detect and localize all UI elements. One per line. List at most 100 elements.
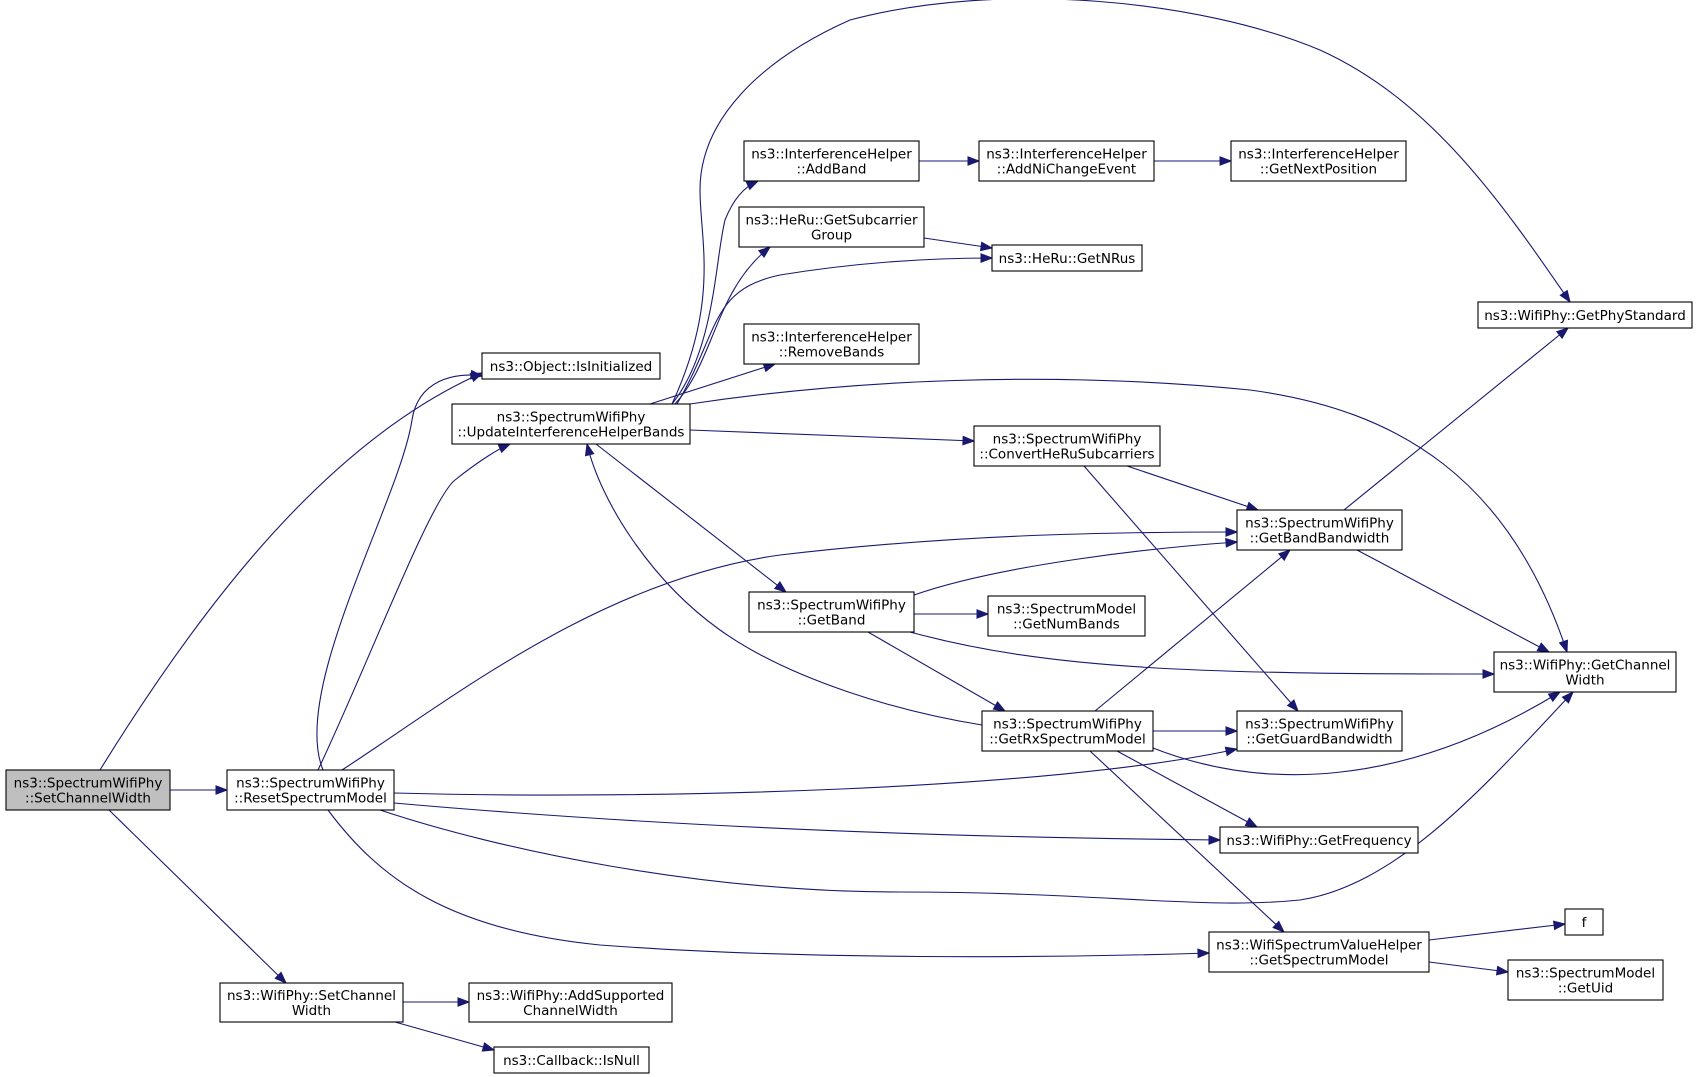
node-label-line: ChannelWidth	[523, 1003, 618, 1019]
node-label-line: ::RemoveBands	[779, 345, 885, 361]
edge-update-bands-to-get-channel-width	[689, 378, 1569, 654]
arrowhead	[274, 971, 288, 984]
edge-update-bands-to-get-nrus	[676, 253, 994, 405]
arrowhead	[1553, 920, 1567, 931]
node-reset-spectrum-model[interactable]: ns3::SpectrumWifiPhy::ResetSpectrumModel	[226, 769, 395, 811]
edge-line	[1343, 327, 1569, 511]
edge-reset-spectrum-model-to-get-spectrum-model	[327, 809, 1211, 959]
node-get-uid[interactable]: ns3::SpectrumModel::GetUid	[1507, 959, 1664, 1001]
node-update-bands[interactable]: ns3::SpectrumWifiPhy::UpdateInterference…	[451, 403, 691, 445]
node-get-frequency[interactable]: ns3::WifiPhy::GetFrequency	[1219, 826, 1419, 854]
edge-update-bands-to-get-phy-standard	[671, 0, 1571, 405]
edge-line	[689, 378, 1568, 653]
edge-get-rx-spectrum-model-to-get-band-bandwidth	[1094, 549, 1292, 712]
edge-line	[1116, 750, 1258, 828]
node-box	[738, 206, 925, 248]
node-box	[981, 710, 1154, 752]
node-remove-bands[interactable]: ns3::InterferenceHelper::RemoveBands	[743, 323, 920, 365]
edge-reset-spectrum-model-to-get-frequency	[393, 802, 1222, 845]
edge-line	[1083, 465, 1299, 712]
arrowhead	[469, 369, 484, 380]
node-get-num-bands[interactable]: ns3::SpectrumModel::GetNumBands	[987, 595, 1146, 637]
edge-set-channel-width-to-is-initialized	[99, 372, 484, 771]
edge-line	[1428, 961, 1509, 973]
node-get-phy-standard[interactable]: ns3::WifiPhy::GetPhyStandard	[1477, 301, 1693, 329]
node-label-line: f	[1582, 915, 1588, 931]
edge-line	[1152, 691, 1561, 776]
node-label-line: ns3::SpectrumModel	[997, 602, 1136, 618]
node-label-line: ns3::InterferenceHelper	[1238, 147, 1399, 163]
node-get-spectrum-model[interactable]: ns3::WifiSpectrumValueHelper::GetSpectru…	[1208, 931, 1430, 973]
edge-line	[316, 374, 483, 771]
arrowhead	[1555, 327, 1570, 340]
node-box	[481, 352, 661, 380]
node-label-line: ns3::SpectrumWifiPhy	[236, 776, 385, 792]
node-label-line: ::GetUid	[1558, 981, 1613, 997]
node-box	[1236, 710, 1403, 752]
edge-get-spectrum-model-to-get-uid	[1428, 961, 1510, 976]
node-label-line: ::GetNextPosition	[1260, 162, 1377, 178]
edge-line	[909, 631, 1495, 675]
node-add-ni-change-event[interactable]: ns3::InterferenceHelper::AddNiChangeEven…	[978, 140, 1155, 182]
edge-line	[586, 443, 983, 726]
edge-line	[676, 257, 993, 405]
node-label-line: ns3::WifiPhy::AddSupported	[477, 988, 665, 1004]
node-is-null[interactable]: ns3::Callback::IsNull	[493, 1046, 650, 1074]
node-label-line: ::AddNiChangeEvent	[997, 162, 1136, 178]
edge-line	[649, 363, 776, 405]
node-add-band[interactable]: ns3::InterferenceHelper::AddBand	[743, 140, 920, 182]
edge-update-bands-to-convert-he-ru	[689, 429, 976, 446]
node-label-line: ::ResetSpectrumModel	[234, 791, 387, 807]
edge-line	[1089, 750, 1285, 933]
edge-line	[317, 443, 511, 771]
node-box	[226, 769, 395, 811]
edge-get-spectrum-model-to-f	[1428, 920, 1567, 941]
node-get-guard-bandwidth[interactable]: ns3::SpectrumWifiPhy::GetGuardBandwidth	[1236, 710, 1403, 752]
node-label-line: ns3::WifiPhy::GetFrequency	[1226, 833, 1411, 849]
edge-get-rx-spectrum-model-to-get-spectrum-model	[1089, 750, 1286, 933]
node-label-line: ns3::SpectrumWifiPhy	[1245, 516, 1394, 532]
edge-get-band-bandwidth-to-get-phy-standard	[1343, 327, 1570, 511]
edge-line	[674, 246, 771, 405]
node-convert-he-ru[interactable]: ns3::SpectrumWifiPhy::ConvertHeRuSubcarr…	[973, 425, 1161, 467]
node-box	[1236, 509, 1403, 551]
arrowhead	[976, 609, 990, 619]
arrowhead	[1197, 948, 1211, 959]
edge-wifi-set-channel-width-to-add-supported	[403, 997, 471, 1007]
arrowhead	[1561, 690, 1574, 704]
edge-line	[327, 809, 1210, 958]
edge-add-band-to-add-ni-change-event	[919, 156, 981, 166]
node-box	[1230, 140, 1407, 182]
node-wifi-set-channel-width[interactable]: ns3::WifiPhy::SetChannelWidth	[219, 982, 404, 1023]
node-get-band-bandwidth[interactable]: ns3::SpectrumWifiPhy::GetBandBandwidth	[1236, 509, 1403, 551]
edge-get-subcarrier-group-to-get-nrus	[923, 237, 994, 252]
arrowhead	[1245, 501, 1260, 512]
node-label-line: ns3::Callback::IsNull	[503, 1053, 640, 1069]
arrowhead	[979, 241, 994, 252]
arrowhead	[1225, 726, 1239, 736]
node-is-initialized[interactable]: ns3::Object::IsInitialized	[481, 352, 661, 380]
arrowhead	[1219, 156, 1233, 166]
edge-line	[99, 372, 483, 771]
node-label-line: ::UpdateInterferenceHelperBands	[458, 425, 685, 441]
node-box	[1208, 931, 1430, 973]
node-get-nrus[interactable]: ns3::HeRu::GetNRus	[991, 244, 1143, 272]
node-f[interactable]: f	[1564, 908, 1604, 936]
node-label-line: ::GetBand	[798, 613, 866, 629]
arrowhead	[1286, 699, 1299, 713]
node-label-line: ::GetSpectrumModel	[1249, 953, 1388, 969]
node-box	[493, 1046, 650, 1074]
arrowhead	[1225, 527, 1239, 537]
node-label-line: Width	[1565, 673, 1604, 689]
node-label-line: ns3::SpectrumWifiPhy	[497, 410, 646, 426]
edge-wifi-set-channel-width-to-is-null	[394, 1021, 496, 1052]
node-get-next-position[interactable]: ns3::InterferenceHelper::GetNextPosition	[1230, 140, 1407, 182]
node-get-band[interactable]: ns3::SpectrumWifiPhy::GetBand	[748, 591, 915, 633]
arrowhead	[497, 443, 512, 454]
node-set-channel-width[interactable]: ns3::SpectrumWifiPhy::SetChannelWidth	[5, 769, 171, 811]
node-get-rx-spectrum-model[interactable]: ns3::SpectrumWifiPhy::GetRxSpectrumModel	[981, 710, 1154, 752]
edge-line	[341, 531, 1238, 771]
